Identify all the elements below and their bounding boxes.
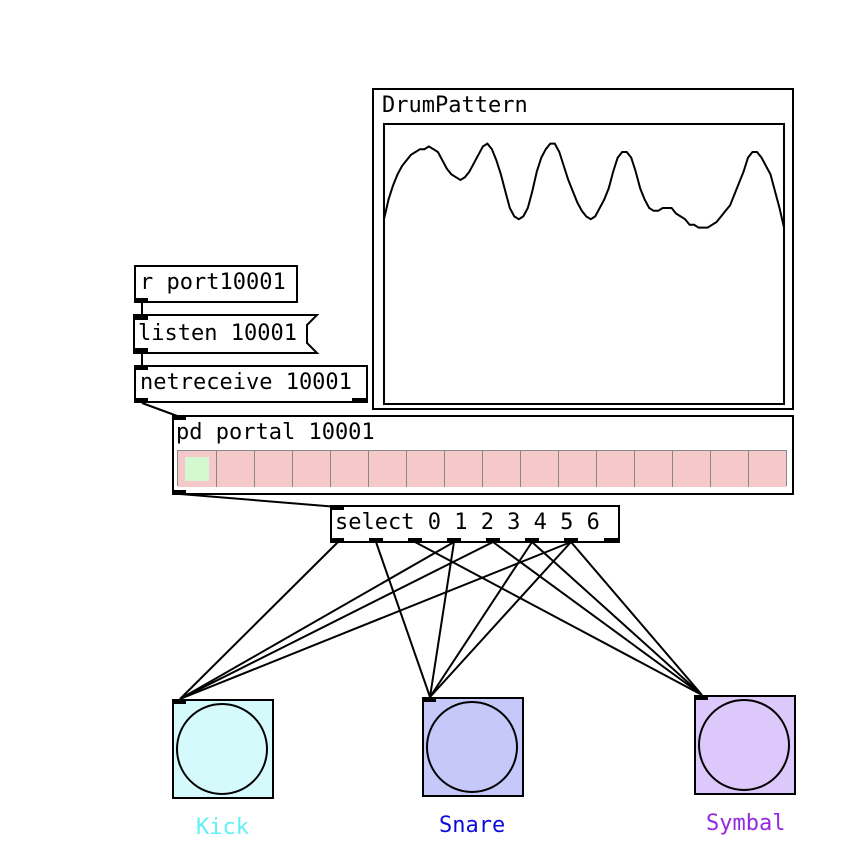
cord-sel2-symbal: [414, 541, 703, 696]
cord-sel6-kick: [179, 541, 572, 700]
cord-sel6-snare: [429, 541, 572, 698]
cord-sel5-snare: [429, 541, 533, 698]
cord-sel3-kick: [179, 541, 455, 700]
select-object[interactable]: select 0 1 2 3 4 5 6: [330, 505, 620, 543]
sequencer-step[interactable]: [634, 451, 672, 487]
portal-subpatch[interactable]: pd portal 10001: [172, 415, 794, 495]
cord-sel4-symbal: [492, 541, 703, 696]
select-outlet[interactable]: [330, 538, 344, 543]
cord-sel5-symbal: [531, 541, 703, 696]
cord-sel1-snare: [375, 541, 431, 698]
listen-outlet[interactable]: [134, 348, 148, 353]
array-graph[interactable]: DrumPattern: [372, 88, 794, 410]
symbal-inlet[interactable]: [694, 695, 708, 700]
netreceive-object-label: netreceive 10001: [140, 370, 352, 395]
step-sequencer[interactable]: [177, 450, 787, 487]
sequencer-step[interactable]: [482, 451, 520, 487]
kick-inlet[interactable]: [172, 699, 186, 704]
netreceive-outlet-right[interactable]: [352, 398, 366, 403]
select-object-label: select 0 1 2 3 4 5 6: [335, 510, 600, 535]
sequencer-step[interactable]: [216, 451, 254, 487]
cord-netreceive-portal: [141, 402, 181, 418]
cord-sel4-kick: [179, 541, 494, 700]
sequencer-step[interactable]: [254, 451, 292, 487]
sequencer-step[interactable]: [292, 451, 330, 487]
cord-sel6-symbal: [570, 541, 703, 696]
portal-outlet[interactable]: [172, 490, 186, 495]
sequencer-step-indicator: [185, 457, 209, 481]
select-outlet[interactable]: [564, 538, 578, 543]
array-plot[interactable]: [383, 123, 785, 405]
sequencer-step[interactable]: [330, 451, 368, 487]
snare-label: Snare: [439, 813, 506, 838]
listen-inlet[interactable]: [134, 315, 148, 320]
graph-title: DrumPattern: [382, 93, 528, 118]
portal-inlet[interactable]: [172, 415, 186, 420]
array-waveform: [383, 142, 785, 229]
sequencer-step[interactable]: [596, 451, 634, 487]
sequencer-step[interactable]: [748, 451, 786, 487]
select-reject-outlet[interactable]: [604, 538, 618, 543]
kick-bang-circle: [176, 703, 268, 795]
receive-object[interactable]: r port10001: [134, 265, 298, 303]
cord-sel3-snare: [429, 541, 455, 698]
sequencer-step[interactable]: [406, 451, 444, 487]
select-outlet[interactable]: [369, 538, 383, 543]
sequencer-step[interactable]: [368, 451, 406, 487]
cord-portal-select: [179, 493, 339, 508]
symbal-label: Symbal: [706, 811, 786, 836]
receive-object-label: r port10001: [140, 270, 286, 295]
sequencer-step[interactable]: [178, 451, 216, 487]
snare-bang-circle: [426, 701, 518, 793]
netreceive-outlet-left[interactable]: [134, 398, 148, 403]
select-outlet[interactable]: [408, 538, 422, 543]
sequencer-step[interactable]: [710, 451, 748, 487]
snare-inlet[interactable]: [422, 697, 436, 702]
sequencer-step[interactable]: [444, 451, 482, 487]
snare-bang[interactable]: [422, 697, 524, 797]
kick-bang[interactable]: [172, 699, 274, 799]
select-outlet[interactable]: [525, 538, 539, 543]
sequencer-step[interactable]: [672, 451, 710, 487]
sequencer-step[interactable]: [558, 451, 596, 487]
listen-message[interactable]: [133, 314, 321, 354]
select-outlet[interactable]: [447, 538, 461, 543]
select-outlet[interactable]: [486, 538, 500, 543]
symbal-bang[interactable]: [694, 695, 796, 795]
select-inlet[interactable]: [330, 505, 344, 510]
portal-title: pd portal 10001: [176, 420, 375, 445]
netreceive-object[interactable]: netreceive 10001: [134, 365, 368, 403]
cord-sel0-kick: [179, 541, 339, 700]
netreceive-inlet[interactable]: [134, 365, 148, 370]
receive-outlet[interactable]: [134, 298, 148, 303]
sequencer-step[interactable]: [520, 451, 558, 487]
symbal-bang-circle: [698, 699, 790, 791]
listen-message-label: listen 10001: [138, 321, 297, 346]
kick-label: Kick: [196, 815, 249, 840]
